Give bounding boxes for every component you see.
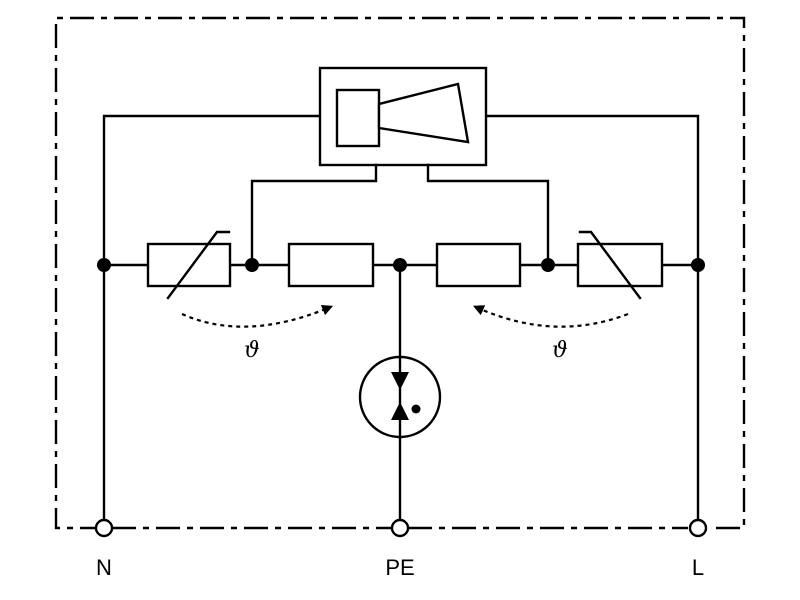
thermal-coupling-arrow-left xyxy=(181,304,334,328)
thermal-symbol-right: ϑ xyxy=(552,338,568,363)
junction-dot xyxy=(245,258,259,272)
l-conductor xyxy=(484,114,700,522)
terminal-label-pe: PE xyxy=(385,555,415,580)
junction-dot xyxy=(97,258,111,272)
varistor-icon xyxy=(576,230,664,300)
n-conductor xyxy=(102,114,322,522)
junction-dot xyxy=(541,258,555,272)
junction-dot xyxy=(691,258,705,272)
indicator-wire-left xyxy=(250,163,378,267)
varistor-icon xyxy=(146,230,232,300)
terminal-label-n: N xyxy=(96,555,112,580)
enclosure-frame xyxy=(54,16,746,530)
terminal-pe xyxy=(390,518,410,538)
terminal-l xyxy=(688,518,708,538)
terminal-n xyxy=(94,518,114,538)
thermal-symbol-left: ϑ xyxy=(244,338,260,363)
indicator-horn-icon xyxy=(318,66,488,167)
thermal-fuse-icon xyxy=(287,242,375,288)
terminal-label-l: L xyxy=(691,555,705,580)
spark-gap-icon xyxy=(358,355,442,439)
thermal-coupling-arrow-right xyxy=(472,305,629,328)
indicator-wire-right xyxy=(426,163,550,267)
thermal-fuse-icon xyxy=(435,242,522,288)
